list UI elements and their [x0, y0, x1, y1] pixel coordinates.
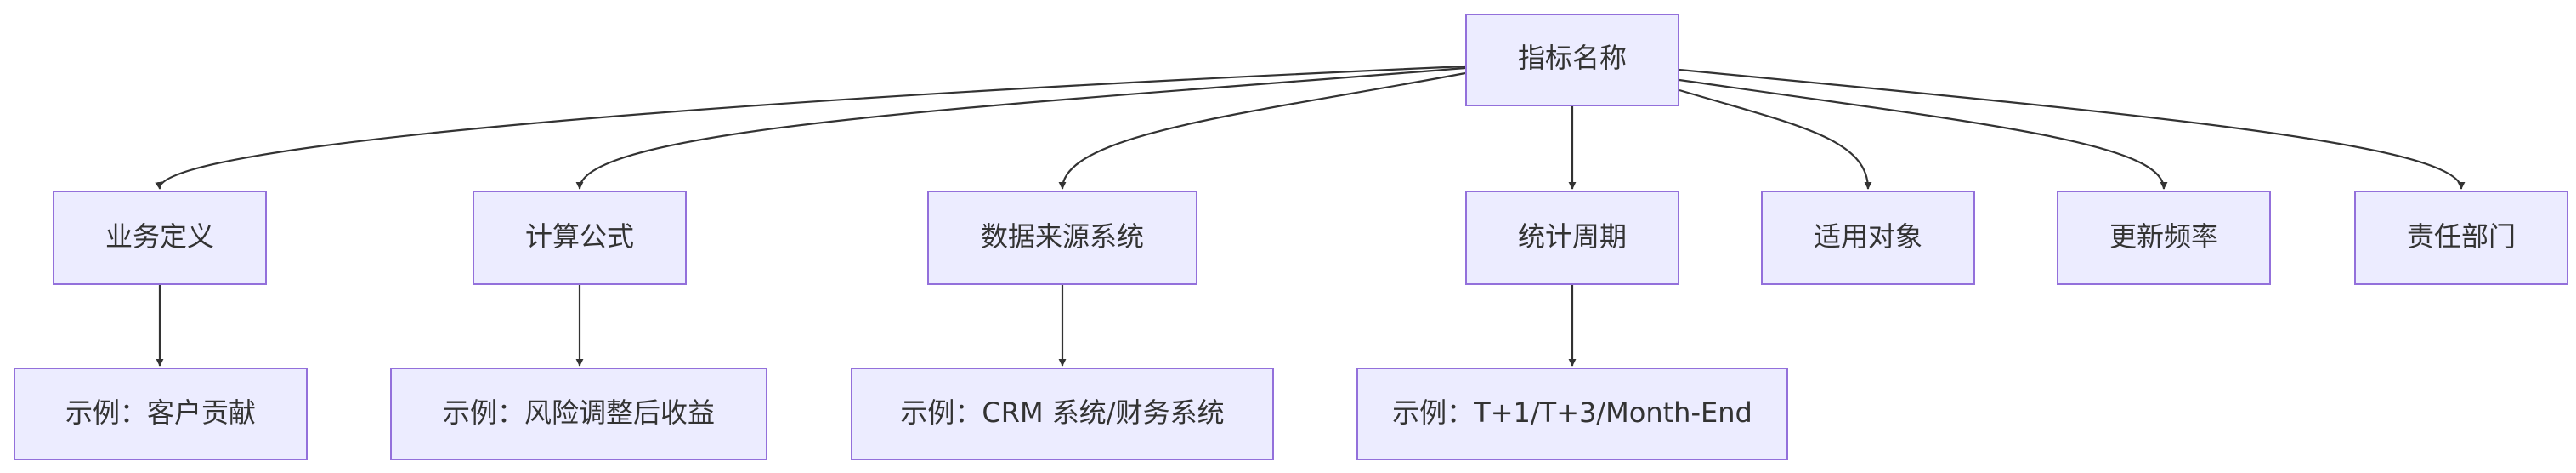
node-example-source: 示例：CRM 系统/财务系统 [851, 368, 1274, 460]
edge-root-to-dept [1679, 68, 2466, 190]
edge-root-to-formula [575, 66, 1466, 190]
node-example-formula-label: 示例：风险调整后收益 [443, 396, 715, 429]
edge-root-to-source [1058, 71, 1466, 190]
node-biz-def: 业务定义 [53, 191, 267, 285]
node-source: 数据来源系统 [927, 191, 1197, 285]
node-example-formula: 示例：风险调整后收益 [390, 368, 767, 460]
node-period-label: 统计周期 [1518, 220, 1627, 253]
node-freq: 更新频率 [2057, 191, 2271, 285]
node-example-period-label: 示例：T+1/T+3/Month-End [1392, 396, 1752, 429]
node-example-period: 示例：T+1/T+3/Month-End [1356, 368, 1788, 460]
node-dept: 责任部门 [2354, 191, 2568, 285]
node-freq-label: 更新频率 [2109, 220, 2218, 253]
node-target-label: 适用对象 [1814, 220, 1922, 253]
node-target: 适用对象 [1761, 191, 1975, 285]
node-example-source-label: 示例：CRM 系统/财务系统 [900, 396, 1224, 429]
node-root-label: 指标名称 [1518, 42, 1627, 74]
edges [155, 65, 2466, 367]
edge-root-to-freq [1679, 78, 2168, 190]
node-biz-def-label: 业务定义 [105, 220, 214, 253]
node-formula: 计算公式 [473, 191, 687, 285]
node-formula-label: 计算公式 [525, 220, 634, 253]
edge-root-to-target [1679, 88, 1872, 190]
node-root: 指标名称 [1465, 14, 1679, 106]
node-dept-label: 责任部门 [2407, 220, 2516, 253]
nodes: 指标名称 业务定义 计算公式 数据来源系统 统计周期 适用对象 更新频率 [14, 14, 2568, 460]
edge-root-to-biz-def [155, 65, 1466, 190]
node-example-biz-label: 示例：客户贡献 [65, 396, 256, 429]
node-source-label: 数据来源系统 [981, 220, 1144, 253]
node-period: 统计周期 [1465, 191, 1679, 285]
node-example-biz: 示例：客户贡献 [14, 368, 308, 460]
